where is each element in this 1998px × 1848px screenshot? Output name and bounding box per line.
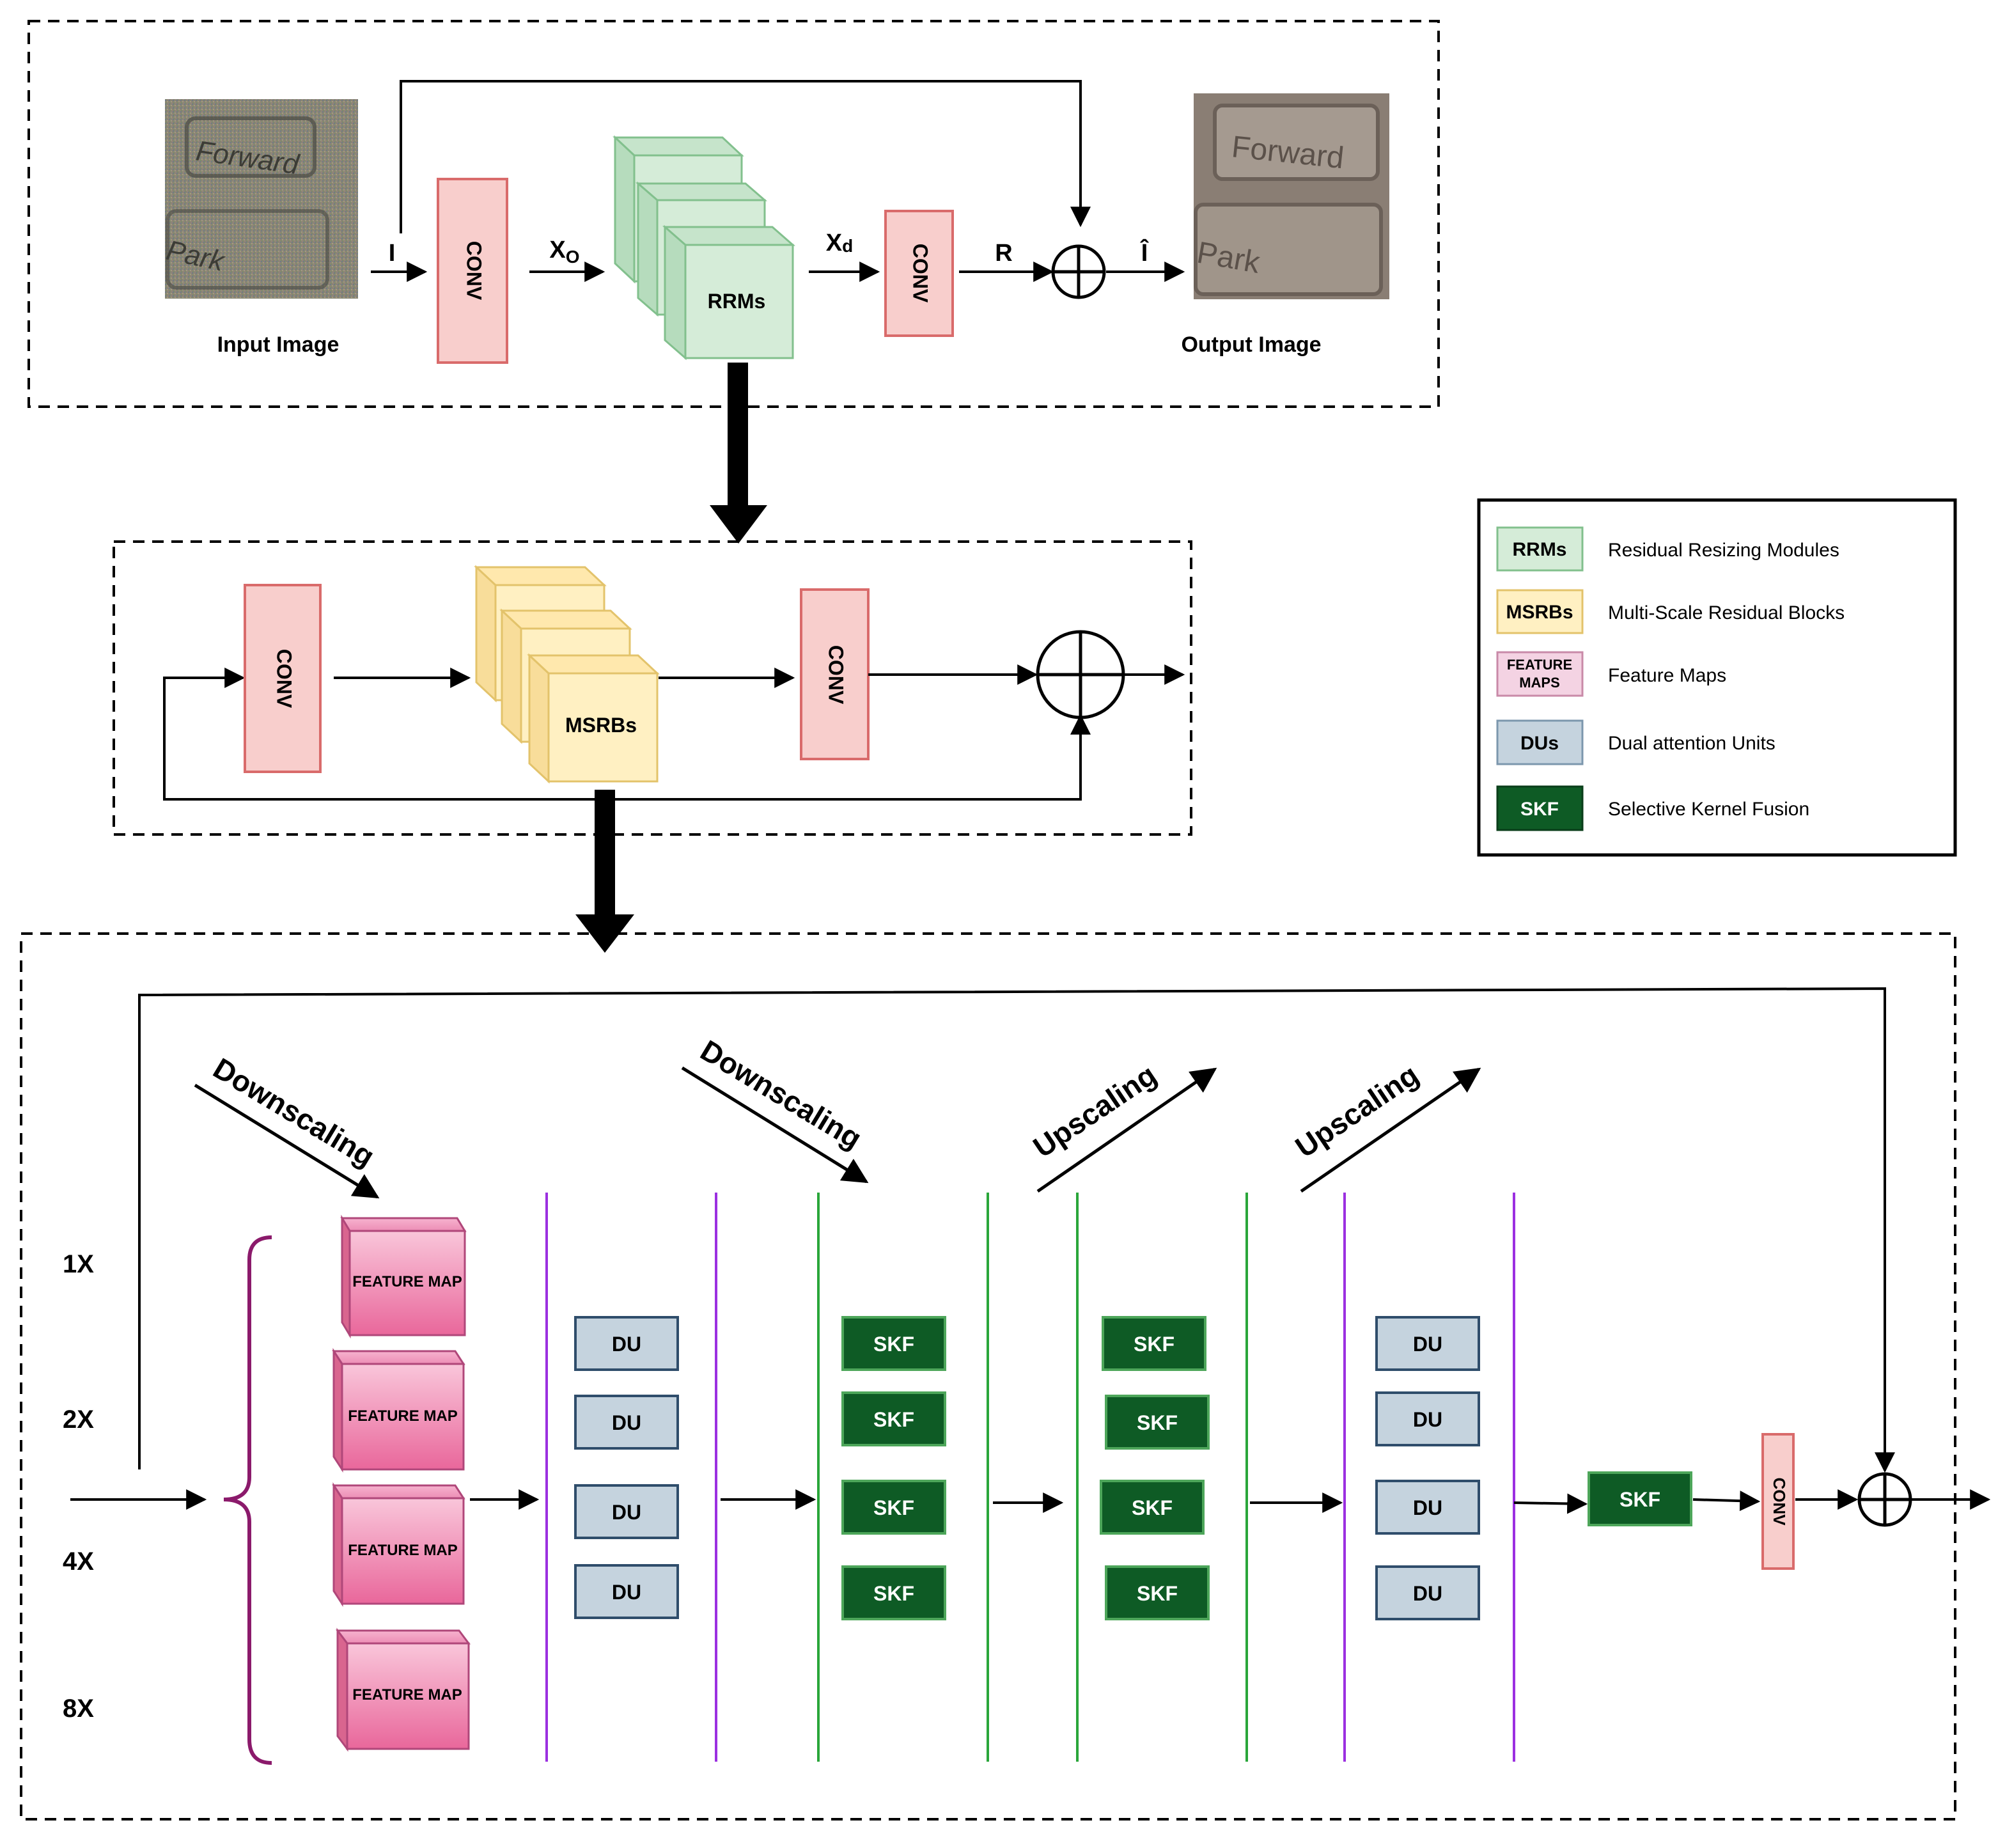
legend-item-rrms: RRMs Residual Resizing Modules [1496, 526, 1839, 572]
scale-label-2x: 2X [63, 1406, 94, 1434]
legend-item-dus: DUs Dual attention Units [1496, 719, 1776, 765]
msrbs-front-block [547, 672, 659, 783]
skf-2-1: SKF [1134, 1333, 1175, 1356]
legend-key-msrbs: MSRBs [1506, 602, 1573, 623]
rrms-front-block [684, 244, 794, 359]
msrbs-label: MSRBs [565, 714, 637, 737]
upscaling-arrow-1 [1036, 1067, 1217, 1193]
middle-panel [113, 540, 1192, 836]
arrow-du-to-final-skf [1513, 1493, 1588, 1514]
feature-map-2: FEATURE MAP [332, 1347, 465, 1473]
skf-column-1: SKF SKF SKF SKF [841, 1316, 946, 1620]
du-2-3: DU [1413, 1496, 1442, 1519]
top-conv-2 [884, 210, 954, 337]
downscaling-label-2: Downscaling [695, 1033, 868, 1155]
final-conv-label: CONV [1770, 1477, 1789, 1526]
final-skf-label: SKF [1619, 1488, 1660, 1511]
legend-key-skf: SKF [1520, 799, 1559, 820]
du-1-4: DU [612, 1581, 641, 1604]
legend-item-skf: SKF Selective Kernel Fusion [1496, 785, 1809, 831]
legend-key-rrms: RRMs [1512, 539, 1566, 560]
skf-2-2: SKF [1137, 1411, 1178, 1434]
feature-map-3: FEATURE MAP [332, 1482, 465, 1608]
expand-arrow-1 [710, 363, 767, 544]
top-conv-1-label: CONV [463, 241, 486, 301]
label-r: R [995, 240, 1012, 267]
upscaling-arrow-2 [1300, 1067, 1481, 1193]
legend-key-feature-maps-line-2: MAPS [1519, 675, 1560, 691]
feature-map-2-label: FEATURE MAP [348, 1407, 458, 1425]
skf-1-3: SKF [873, 1496, 914, 1519]
mid-sum-node [1036, 630, 1125, 719]
label-ihat: Î [1140, 239, 1150, 267]
middle-loop [163, 668, 1082, 801]
top-skip-connection [400, 80, 1091, 233]
upscaling-label-2: Upscaling [1290, 1058, 1424, 1164]
legend-label-dus: Dual attention Units [1608, 733, 1776, 754]
skf-2-3: SKF [1132, 1496, 1173, 1519]
feature-map-4-label: FEATURE MAP [352, 1686, 462, 1703]
label-i: I [389, 240, 396, 267]
legend-label-msrbs: Multi-Scale Residual Blocks [1608, 602, 1845, 623]
arrow-skf-to-conv [1692, 1491, 1761, 1512]
du-column-2: DU DU DU DU [1375, 1316, 1480, 1620]
legend-item-msrbs: MSRBs Multi-Scale Residual Blocks [1496, 589, 1845, 634]
rrms-stack: RRMs [613, 135, 795, 361]
expand-arrow-2 [575, 790, 634, 953]
skf-column-2: SKF SKF SKF SKF [1100, 1316, 1210, 1620]
legend-label-rrms: Residual Resizing Modules [1608, 540, 1839, 561]
du-2-2: DU [1413, 1408, 1442, 1431]
output-image-caption: Output Image [1181, 333, 1321, 357]
du-1-1: DU [612, 1333, 641, 1356]
legend-label-feature-maps: Feature Maps [1608, 665, 1726, 686]
rrms-label: RRMs [708, 290, 766, 313]
feature-map-1-label: FEATURE MAP [352, 1273, 462, 1290]
upscaling-label-1: Upscaling [1027, 1058, 1162, 1164]
final-skf [1588, 1471, 1692, 1526]
bottom-sum-node [1857, 1472, 1912, 1527]
legend-label-skf: Selective Kernel Fusion [1608, 799, 1809, 820]
msrbs-stack: MSRBs [474, 565, 660, 784]
top-conv-2-label: CONV [909, 244, 932, 303]
du-1-2: DU [612, 1411, 641, 1434]
skf-2-4: SKF [1137, 1582, 1178, 1605]
du-column-1: DU DU DU DU [574, 1316, 679, 1619]
downscaling-label-1: Downscaling [208, 1051, 380, 1173]
feature-map-1: FEATURE MAP [340, 1214, 467, 1339]
top-sum-node [1051, 244, 1106, 299]
legend-item-feature-maps: FEATURE MAPS Feature Maps [1496, 651, 1726, 697]
top-conv-1 [437, 178, 508, 364]
scale-label-4x: 4X [63, 1547, 94, 1576]
skf-1-1: SKF [873, 1333, 914, 1356]
scale-label-1x: 1X [63, 1250, 94, 1278]
input-image: Forward Park [164, 99, 358, 299]
du-2-1: DU [1413, 1333, 1442, 1356]
output-image: Forward Park [1194, 93, 1389, 299]
legend-key-dus: DUs [1520, 733, 1559, 754]
mid-conv-2 [800, 588, 870, 760]
downscaling-arrow-2 [681, 1066, 869, 1184]
legend-key-feature-maps: FEATURE [1507, 657, 1572, 673]
mid-conv-1 [244, 584, 322, 773]
du-2-4: DU [1413, 1582, 1442, 1605]
downscaling-arrow-1 [194, 1083, 380, 1199]
feature-map-3-label: FEATURE MAP [348, 1542, 458, 1559]
final-conv [1761, 1433, 1795, 1570]
du-1-3: DU [612, 1501, 641, 1524]
skf-1-2: SKF [873, 1408, 914, 1431]
label-x0: XO [549, 237, 579, 267]
label-xd: Xd [826, 230, 853, 256]
feature-map-4: FEATURE MAP [336, 1627, 471, 1752]
scale-brace [223, 1235, 272, 1765]
mid-conv-2-label: CONV [825, 645, 848, 705]
scale-label-8x: 8X [63, 1695, 94, 1723]
input-image-caption: Input Image [217, 333, 340, 357]
skf-1-4: SKF [873, 1582, 914, 1605]
mid-conv-1-label: CONV [273, 649, 296, 709]
bottom-skip-connection [138, 987, 1895, 1473]
bottom-panel [20, 932, 1956, 1821]
